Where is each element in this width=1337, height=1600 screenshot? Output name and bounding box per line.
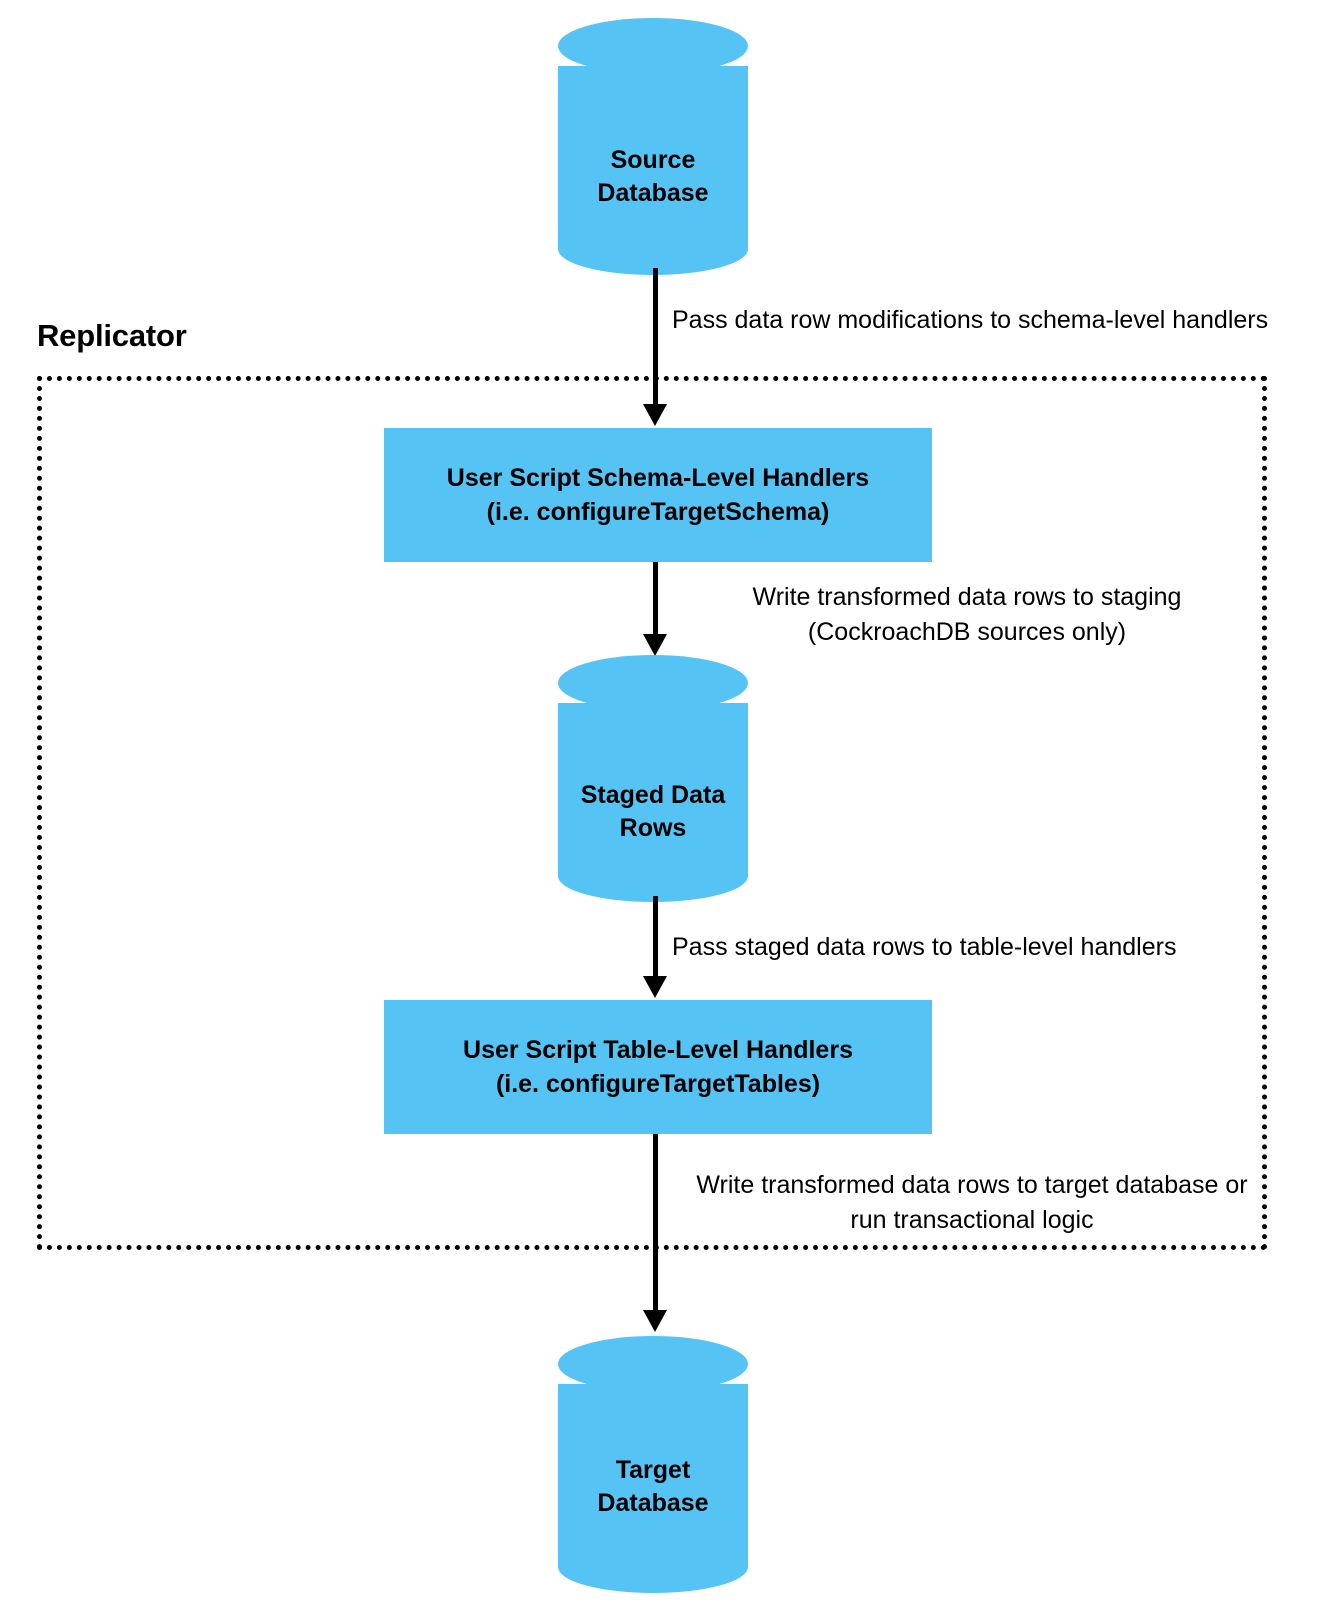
arrow-schema-to-staged-line	[653, 562, 658, 638]
arrow-source-to-schema-line	[653, 268, 658, 408]
node-schema-level-handlers: User Script Schema-Level Handlers (i.e. …	[384, 428, 932, 562]
replicator-boundary	[37, 376, 1267, 1250]
edge-label-staged-to-table: Pass staged data rows to table-level han…	[672, 933, 1177, 961]
node-table-level-handlers: User Script Table-Level Handlers (i.e. c…	[384, 1000, 932, 1134]
edge-label-schema-to-staged: Write transformed data rows to staging (…	[752, 583, 1182, 646]
replicator-label: Replicator	[37, 318, 187, 353]
arrow-schema-to-staged-head	[643, 634, 667, 656]
table-handlers-line1: User Script Table-Level Handlers	[463, 1036, 853, 1064]
target-database-line2: Database	[597, 1489, 709, 1517]
cylinder-top-target	[558, 1336, 748, 1392]
cylinder-top-staged	[558, 655, 748, 711]
arrow-staged-to-table-line	[653, 896, 658, 980]
arrow-source-to-schema-head	[643, 404, 667, 426]
schema-handlers-line2: (i.e. configureTargetSchema)	[486, 498, 830, 526]
schema-handlers-line1: User Script Schema-Level Handlers	[446, 464, 870, 492]
cylinder-body-target: Target Database	[558, 1384, 748, 1593]
edge-label-table-to-target: Write transformed data rows to target da…	[696, 1171, 1248, 1234]
source-database-line1: Source	[610, 146, 696, 174]
node-source-database: Source Database	[558, 18, 748, 275]
cylinder-body-source: Source Database	[558, 66, 748, 275]
staged-data-rows-line2: Rows	[619, 814, 687, 842]
arrow-staged-to-table-head	[643, 976, 667, 998]
node-target-database: Target Database	[558, 1336, 748, 1593]
cylinder-body-staged: Staged Data Rows	[558, 703, 748, 902]
table-handlers-line2: (i.e. configureTargetTables)	[495, 1070, 821, 1098]
staged-data-rows-line1: Staged Data	[580, 781, 726, 809]
node-staged-data-rows: Staged Data Rows	[558, 655, 748, 902]
arrow-table-to-target-line	[653, 1134, 658, 1314]
arrow-table-to-target-head	[643, 1310, 667, 1332]
edge-label-source-to-schema: Pass data row modifications to schema-le…	[672, 306, 1269, 334]
target-database-line1: Target	[615, 1456, 691, 1484]
cylinder-top-source	[558, 18, 748, 74]
source-database-line2: Database	[597, 179, 709, 207]
